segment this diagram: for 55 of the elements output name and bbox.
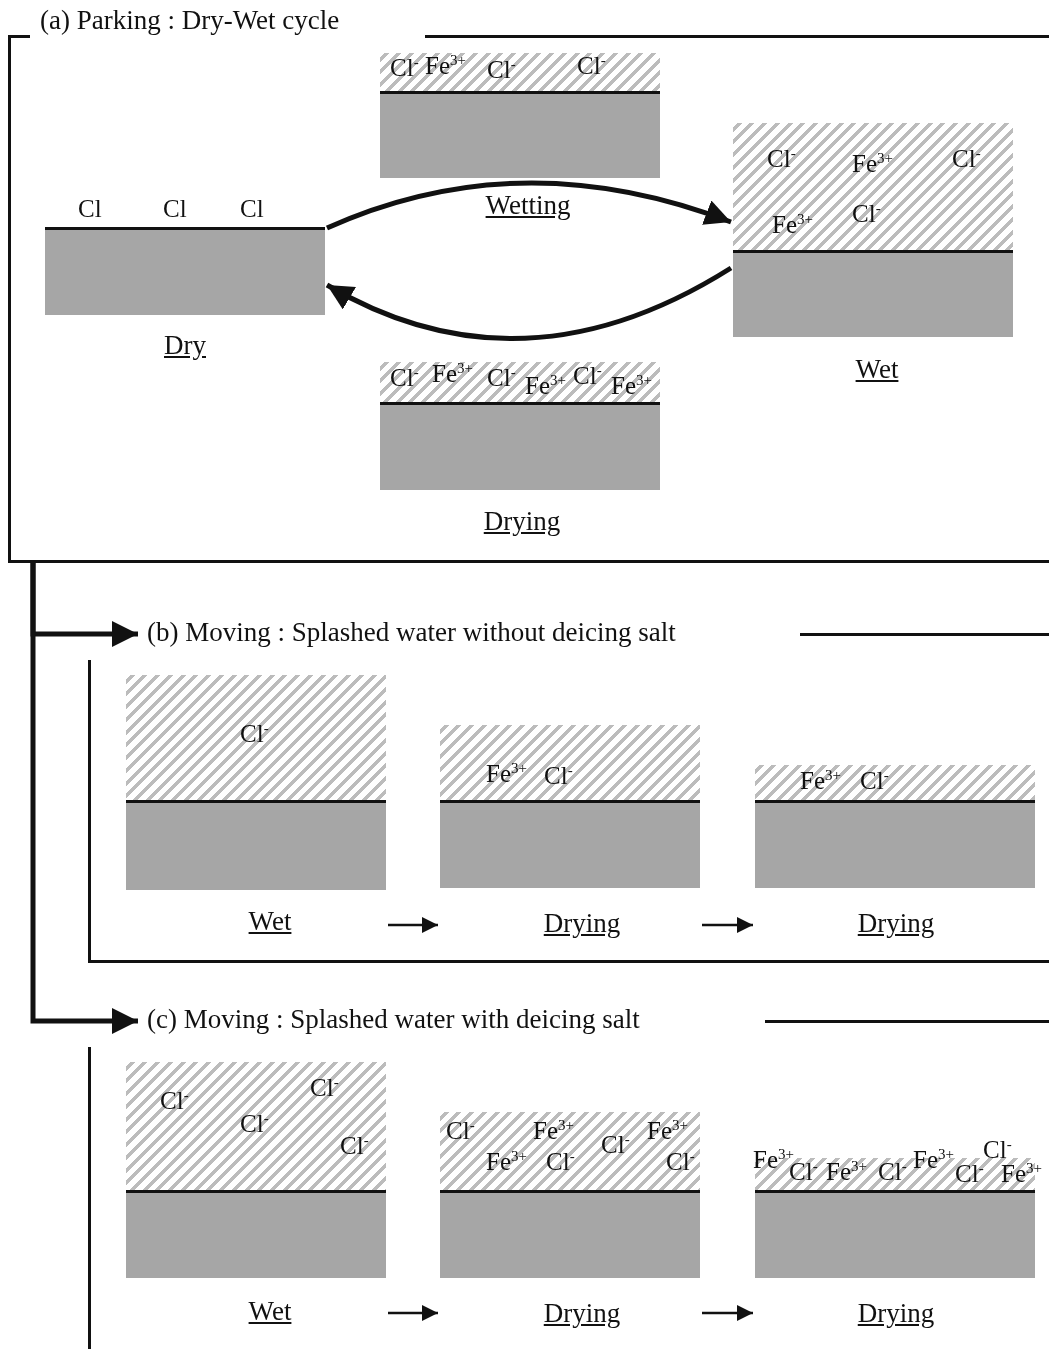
arrow [702,917,753,933]
ion-label: Cl$^{-}$ [487,364,516,392]
arrow [702,1305,753,1321]
ion-label: Cl$^{-}$ [240,720,269,748]
arrow [326,180,732,231]
ion-label: Fe$^{3+}$ [486,1148,527,1176]
ion-label: Cl$^{-}$ [878,1158,907,1186]
ion-label: Cl$^{-}$ [340,1132,369,1160]
ion-label: Fe$^{3+}$ [525,372,566,400]
ion-label: Cl$^{-}$ [955,1160,984,1188]
ion-label: Cl$^{-}$ [573,362,602,390]
state-caption: Wet [248,906,292,936]
arrow [325,265,733,341]
ion-label: Cl$^{-}$ [577,52,606,80]
ion-label: Cl [78,195,102,223]
ion-label: Cl$^{-}$ [446,1117,475,1145]
ion-label: Fe$^{3+}$ [425,52,466,80]
ion-label: Cl$^{-}$ [767,145,796,173]
ion-label: Fe$^{3+}$ [533,1117,574,1145]
arrow [30,563,138,1034]
ion-label: Cl$^{-}$ [390,364,419,392]
ion-label: Cl$^{-}$ [860,767,889,795]
state-caption: Dry [164,330,206,360]
state-caption: Drying [543,908,621,938]
ion-label: Cl$^{-}$ [852,200,881,228]
state-caption: Drying [543,1298,621,1328]
ion-label: Fe$^{3+}$ [800,767,841,795]
state-caption: Wet [855,354,899,384]
ion-label: Cl$^{-}$ [544,762,573,790]
ion-label: Fe$^{3+}$ [611,372,652,400]
ion-label: Fe$^{3+}$ [772,211,813,239]
ion-label: Cl$^{-}$ [952,145,981,173]
ion-label: Cl$^{-}$ [390,54,419,82]
arrow [388,1305,438,1321]
ion-label: Cl [240,195,264,223]
ion-label: Cl$^{-}$ [310,1074,339,1102]
ion-label: Cl$^{-}$ [666,1148,695,1176]
ion-label: Cl$^{-}$ [601,1131,630,1159]
ion-label: Cl$^{-}$ [487,56,516,84]
ion-label: Fe$^{3+}$ [486,760,527,788]
ion-label: Cl$^{-}$ [240,1110,269,1138]
state-caption: Wetting [485,190,571,220]
ion-label: Cl [163,195,187,223]
state-caption: Wet [248,1296,292,1326]
ion-label: Fe$^{3+}$ [913,1146,954,1174]
ion-label: Cl$^{-}$ [160,1087,189,1115]
arrow [388,917,438,933]
ion-label: Fe$^{3+}$ [432,360,473,388]
ion-label: Fe$^{3+}$ [826,1158,867,1186]
ion-label: Fe$^{3+}$ [647,1117,688,1145]
ion-label: Cl$^{-}$ [546,1148,575,1176]
state-caption: Drying [857,908,935,938]
ion-label: Fe$^{3+}$ [852,150,893,178]
state-caption: Drying [857,1298,935,1328]
state-caption: Drying [483,506,561,536]
